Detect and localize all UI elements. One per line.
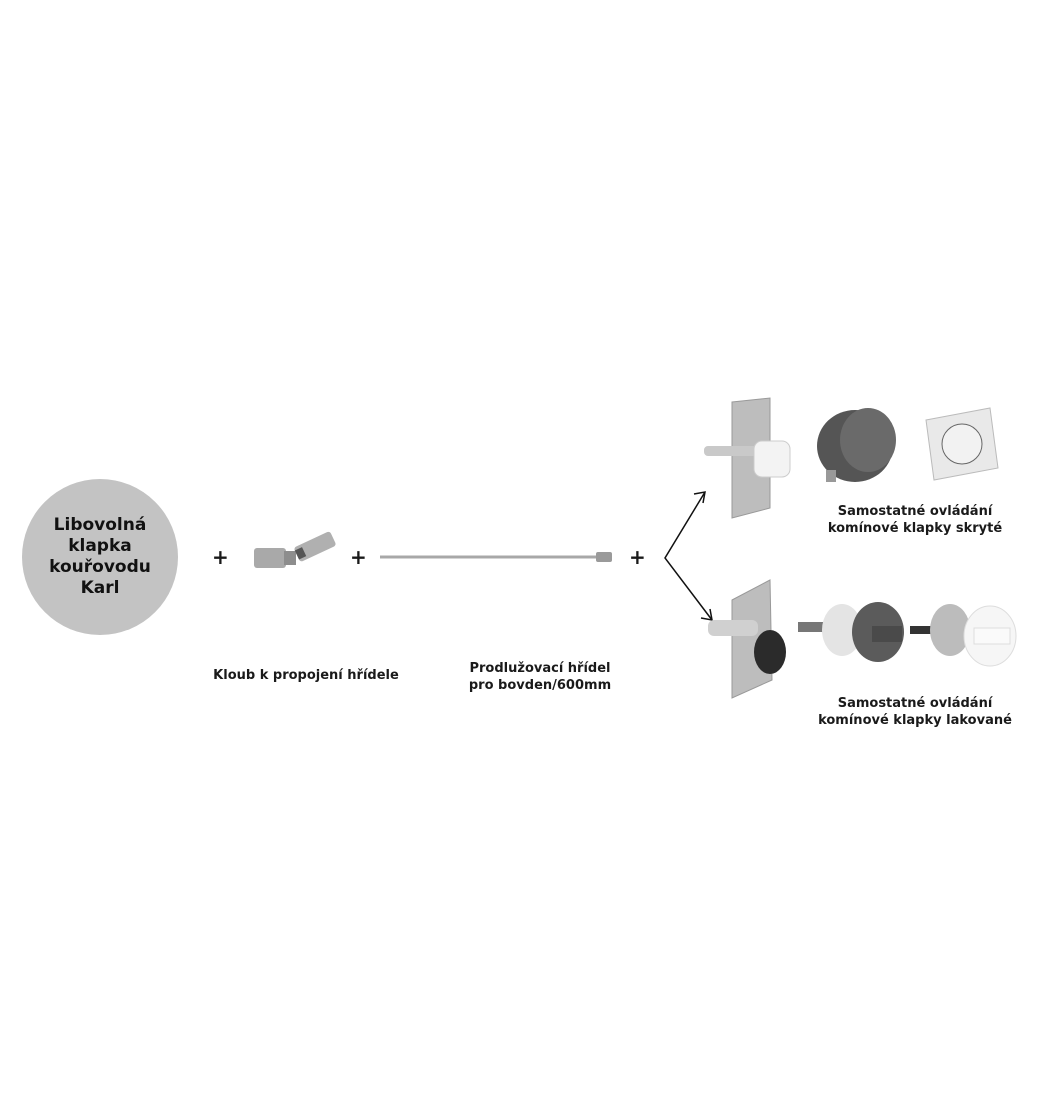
plate-white-knob-icon <box>704 397 791 519</box>
round-housing-icon <box>817 408 896 482</box>
extension-shaft-icon <box>380 552 612 562</box>
dark-handle-icon <box>798 602 904 662</box>
main-item-label: Libovolná klapka kouřovodu Karl <box>49 515 151 598</box>
main-item-circle: Libovolná klapka kouřovodu Karl <box>22 479 178 635</box>
hidden-control-label: Samostatné ovládání komínové klapky skry… <box>827 504 1003 536</box>
plus-sign: + <box>629 545 646 569</box>
shaft-label: Prodlužovací hřídel pro bovden/600mm <box>468 661 612 693</box>
plus-sign: + <box>350 545 367 569</box>
plus-sign: + <box>212 545 229 569</box>
painted-control-label: Samostatné ovládání komínové klapky lako… <box>818 696 1012 728</box>
plate-black-knob-icon <box>708 579 786 699</box>
universal-joint-icon <box>254 531 336 568</box>
square-cover-icon <box>925 407 999 481</box>
joint-label: Kloub k propojení hřídele <box>213 668 399 683</box>
branch-arrows <box>664 491 713 621</box>
white-handle-icon <box>910 604 1017 667</box>
